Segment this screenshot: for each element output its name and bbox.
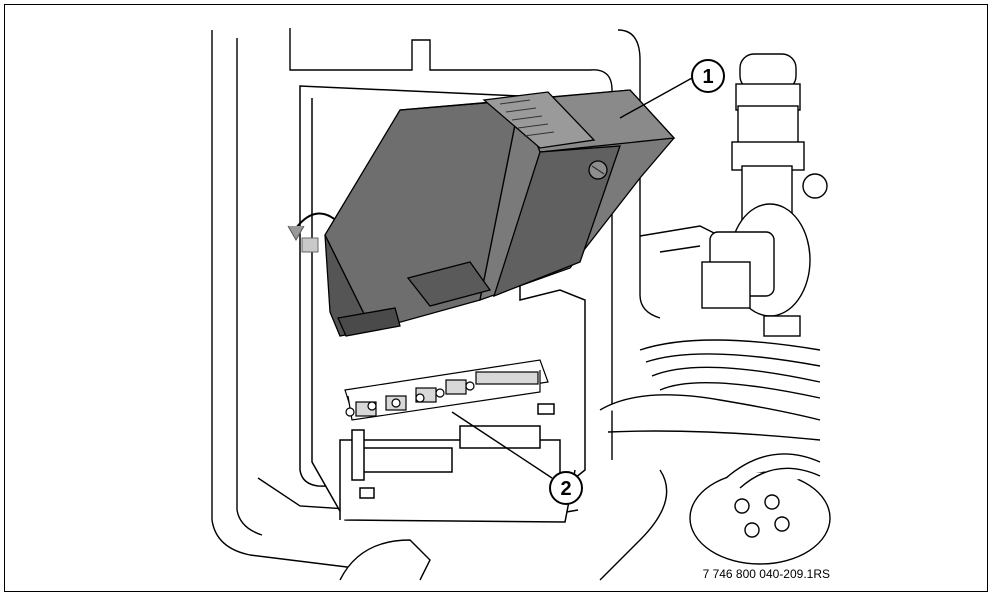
callout-2: 2	[451, 411, 583, 505]
rotation-arrow	[287, 212, 343, 253]
pipe-assembly	[339, 53, 831, 581]
terminal-strip	[344, 359, 549, 421]
reference-code: 7 746 800 040-209.1RS	[703, 567, 830, 581]
callout-1-number: 1	[702, 66, 713, 88]
callout-1: 1	[619, 59, 725, 119]
control-module	[324, 89, 676, 337]
callout-2-number: 2	[560, 478, 571, 500]
